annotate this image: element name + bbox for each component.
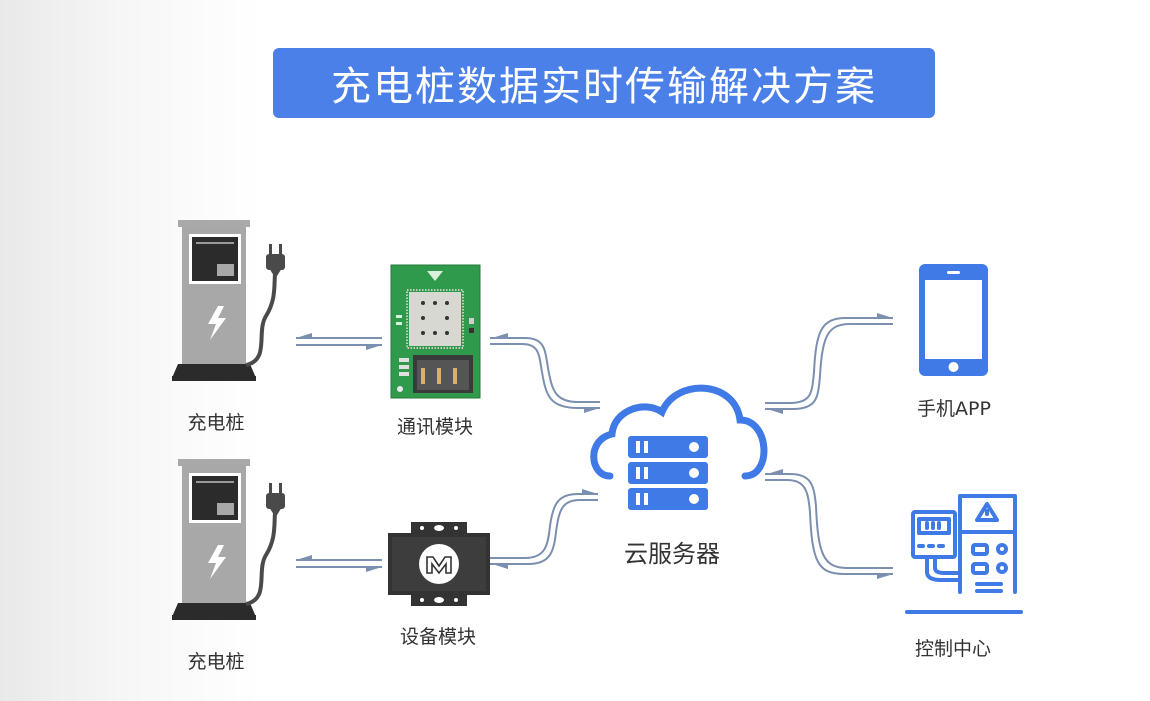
device-box-icon [388,522,490,606]
connection-pile-device-arrow [295,554,383,573]
pcb-module-icon [390,264,481,399]
connection-cloud-control-arrow [765,469,893,579]
label-comm-module: 通讯模块 [396,416,474,438]
charging-pile-icon [170,218,287,383]
label-cloud-server: 云服务器 [624,540,720,568]
label-control-center: 控制中心 [914,638,992,660]
label-device-module: 设备模块 [399,626,477,648]
connection-device-cloud-arrow [490,489,598,569]
charging-pile-icon [170,457,287,622]
title-banner: 充电桩数据实时传输解决方案 [273,48,935,118]
connection-pile-comm-arrow [295,332,383,351]
connection-cloud-app-arrow [765,313,893,414]
label-mobile-app: 手机APP [917,398,991,420]
label-charging-pile-top: 充电桩 [187,412,245,434]
connection-comm-cloud-arrow [490,333,600,413]
cloud-server-icon [590,384,768,510]
page-title: 充电桩数据实时传输解决方案 [331,64,877,110]
smartphone-icon [919,264,988,376]
control-panel-icon [905,494,1023,614]
label-charging-pile-bottom: 充电桩 [187,651,245,673]
